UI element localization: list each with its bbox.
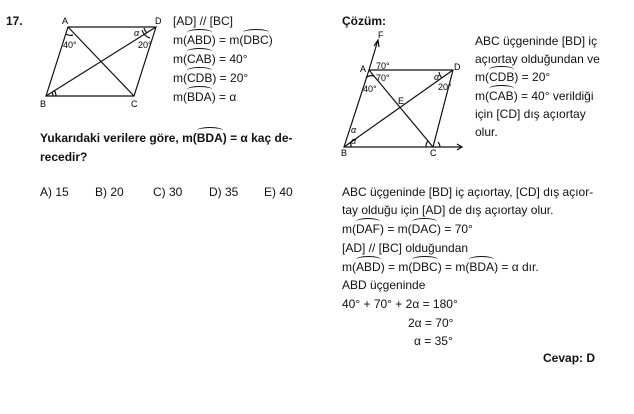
solution-note-3: m(CDB) = 20° xyxy=(475,66,551,84)
alpha-d: α xyxy=(434,72,440,82)
question-line-1: Yukarıdaki verilere göre, m(BDA) = α kaç… xyxy=(40,127,293,145)
solution-line-6: ABD üçgeninde xyxy=(342,278,426,292)
angle-c-arc-2 xyxy=(437,141,441,148)
option-b[interactable]: B) 20 xyxy=(95,185,124,199)
given-3: m(CAB) = 40° xyxy=(173,48,248,66)
problem-figure: A D B C 40° 20° α xyxy=(40,16,162,109)
option-e[interactable]: E) 40 xyxy=(264,185,293,199)
angle-d-arc xyxy=(438,71,443,79)
label-c: C xyxy=(131,99,138,109)
angle-d-arc-1 xyxy=(143,27,148,34)
problem-number: 17. xyxy=(6,14,23,28)
angle-b-arc-1 xyxy=(51,91,54,97)
solution-line-1: ABC üçgeninde [BD] iç açıortay, [CD] dış… xyxy=(342,185,594,199)
angle-a-arc xyxy=(65,33,74,36)
solution-line-2: tay olduğu için [AD] de dış açıortay olu… xyxy=(342,203,554,217)
option-d[interactable]: D) 35 xyxy=(209,185,239,199)
solution-note-1: ABC üçgeninde [BD] iç xyxy=(475,34,598,48)
solution-note-6: olur. xyxy=(475,125,498,139)
given-5: m(BDA) = α xyxy=(173,86,237,104)
option-a[interactable]: A) 15 xyxy=(40,185,69,199)
label-f: F xyxy=(378,30,384,40)
solution-note-4: m(CAB) = 40° verildiği xyxy=(475,85,594,103)
label-c: C xyxy=(430,148,437,158)
alpha-b-upper: α xyxy=(351,125,357,135)
option-c[interactable]: C) 30 xyxy=(153,185,183,199)
solution-line-7: 40° + 70° + 2α = 180° xyxy=(342,297,458,311)
answer: Cevap: D xyxy=(543,351,596,365)
angle-d-label: 20° xyxy=(138,40,152,50)
diagonal-bd xyxy=(343,69,454,148)
solution-note-5: için [CD] dış açıortay xyxy=(475,107,586,121)
label-b: B xyxy=(341,148,347,158)
angle-b-arc-2 xyxy=(53,89,57,97)
label-a: A xyxy=(62,16,68,26)
label-b: B xyxy=(40,99,46,109)
angle-20: 20° xyxy=(438,82,452,92)
label-e: E xyxy=(398,96,404,106)
solution-heading: Çözüm: xyxy=(342,14,386,28)
solution-line-3: m(DAF) = m(DAC) = 70° xyxy=(342,218,473,236)
ray-af-arrow xyxy=(373,38,380,48)
ray-af xyxy=(368,39,379,71)
solution-line-5: m(ABD) = m(DBC) = m(BDA) = α dır. xyxy=(342,256,539,274)
angle-40: 40° xyxy=(363,84,377,94)
angle-70-lower: 70° xyxy=(376,73,390,83)
question-line-2: recedir? xyxy=(40,150,88,164)
solution-note-2: açıortay olduğundan ve xyxy=(475,52,600,66)
angle-c-arc-1 xyxy=(425,140,429,148)
alpha-b-lower: α xyxy=(351,136,357,146)
angle-b-arc xyxy=(349,141,352,148)
solution-line-4: [AD] // [BC] olduğundan xyxy=(342,241,469,255)
diagonal-ac xyxy=(368,69,434,148)
solution-line-8: 2α = 70° xyxy=(408,316,454,330)
angle-d-arc-2 xyxy=(141,29,151,39)
given-4: m(CDB) = 20° xyxy=(173,67,249,85)
given-2: m(ABD) = m(DBC) xyxy=(173,29,273,47)
ray-c-arrow xyxy=(456,143,464,151)
given-1: [AD] // [BC] xyxy=(173,14,234,28)
label-d: D xyxy=(454,62,461,72)
label-d: D xyxy=(155,16,162,26)
solution-figure: F A D B C E 70° 70° 40° 20° α α α xyxy=(341,30,464,158)
diagonal-bd xyxy=(45,26,157,97)
label-a: A xyxy=(360,64,366,74)
angle-a-label: 40° xyxy=(63,40,77,50)
angle-70-upper: 70° xyxy=(376,61,390,71)
alpha-label: α xyxy=(134,28,140,38)
angle-a-arc xyxy=(365,75,375,79)
solution-line-9: α = 35° xyxy=(414,334,453,348)
